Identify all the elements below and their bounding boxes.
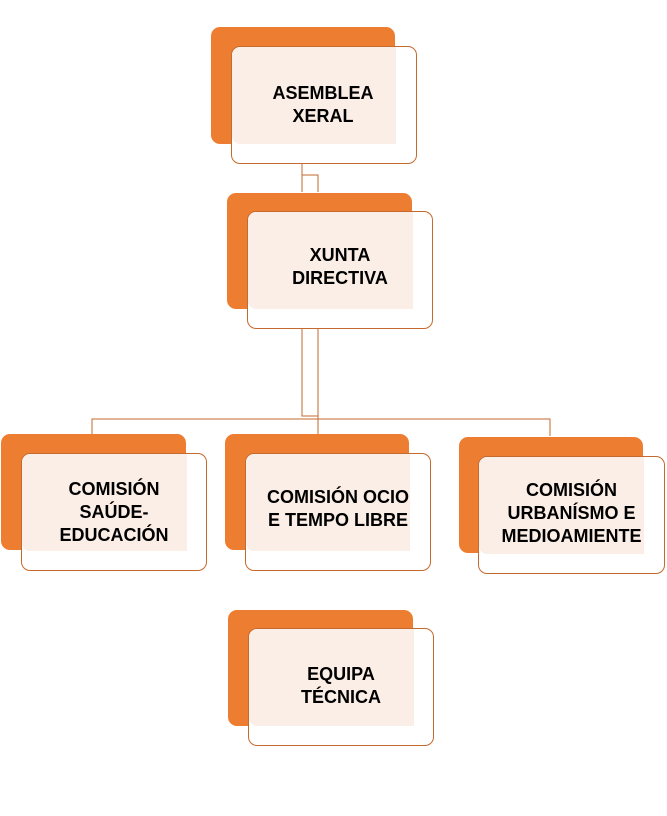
node-label-asemblea-xeral: ASEMBLEA XERAL: [272, 83, 374, 126]
node-box: [21, 453, 207, 571]
node-fill: [232, 47, 396, 144]
node-label-equipa-tecnica: EQUIPA TÉCNICA: [301, 664, 381, 707]
node-box: [247, 211, 433, 329]
node-box: [478, 456, 665, 574]
node-label-comision-ocio: COMISIÓN OCIO E TEMPO LIBRE: [266, 487, 409, 530]
node-label-comision-saude: COMISIÓN SAÚDE- EDUCACIÓN: [59, 478, 169, 545]
node-label-xunta-directiva: XUNTA DIRECTIVA: [292, 245, 388, 288]
node-fill: [22, 454, 187, 551]
node-fill: [249, 629, 414, 726]
node-box: [248, 628, 434, 746]
edge-asemblea-xunta-bracket: [302, 174, 319, 192]
node-fill: [248, 212, 413, 309]
edge-xunta-down: [301, 329, 319, 417]
node-box: [231, 46, 417, 164]
node-label-comision-urbanismo: COMISIÓN URBANÍSMO E MEDIOAMIENTE: [501, 479, 642, 546]
node-fill: [479, 457, 644, 554]
edge-branch-bar: [91, 418, 551, 436]
node-box: [245, 453, 431, 571]
node-fill: [246, 454, 410, 551]
